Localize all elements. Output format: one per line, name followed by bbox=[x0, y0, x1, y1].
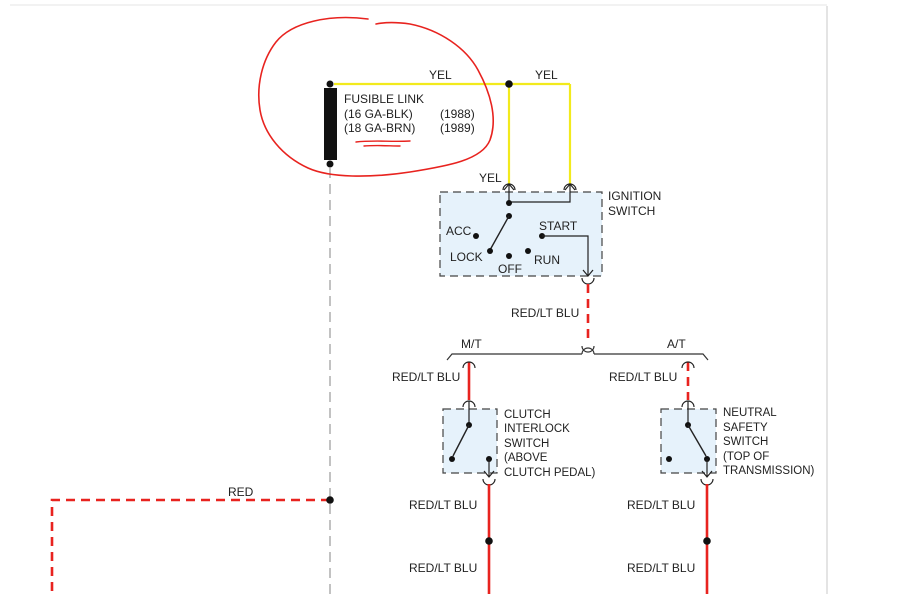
annotation-underline bbox=[355, 140, 411, 147]
clutch-contact-left bbox=[449, 456, 455, 462]
red-lt-blu-at-label: RED/LT BLU bbox=[609, 370, 677, 384]
fusible-link-line1: (16 GA-BLK) bbox=[344, 107, 413, 121]
clutch-name-line1: CLUTCH bbox=[504, 409, 551, 421]
ign-contact-acc bbox=[473, 233, 479, 239]
ign-run-label: RUN bbox=[534, 253, 560, 267]
clutch-interlock-switch: CLUTCH INTERLOCK SWITCH (ABOVE CLUTCH PE… bbox=[442, 400, 596, 486]
ign-start-wire bbox=[542, 235, 589, 276]
ign-lock-label: LOCK bbox=[450, 250, 483, 264]
fusible-link-year2: (1989) bbox=[440, 121, 475, 135]
ign-start-label: START bbox=[539, 219, 578, 233]
fusible-link-bottom-terminal bbox=[326, 160, 334, 168]
neutral-name-line3: SWITCH bbox=[723, 436, 768, 448]
neutral-contact-left bbox=[666, 456, 672, 462]
ign-arrow-left bbox=[503, 183, 515, 191]
ign-switch-arm bbox=[489, 215, 510, 251]
fusible-link-top-terminal bbox=[326, 80, 334, 88]
clutch-name-line2: INTERLOCK bbox=[504, 423, 570, 435]
clutch-out-arrow bbox=[483, 470, 495, 478]
neutral-name-line5: TRANSMISSION) bbox=[723, 465, 815, 477]
neutral-name-line1: NEUTRAL bbox=[723, 407, 777, 419]
red-lt-blu-mt-lower-label2: RED/LT BLU bbox=[409, 561, 477, 575]
ign-contact-run bbox=[525, 248, 531, 254]
ign-internal-right bbox=[509, 184, 571, 203]
neutral-name-line2: SAFETY bbox=[723, 422, 768, 434]
mt-splice bbox=[485, 537, 493, 545]
yel-splice bbox=[505, 80, 513, 88]
ign-name-line2: SWITCH bbox=[608, 204, 655, 218]
ign-contact-lock bbox=[487, 248, 493, 254]
red-label: RED bbox=[228, 485, 254, 499]
clutch-name-line4: (ABOVE bbox=[504, 452, 548, 464]
clutch-switch-arm bbox=[452, 424, 470, 457]
neutral-name-line4: (TOP OF bbox=[723, 451, 769, 463]
bracket-center-hop bbox=[581, 347, 595, 355]
ign-pivot-top bbox=[506, 200, 512, 206]
fusible-link-line2: (18 GA-BRN) bbox=[344, 121, 415, 135]
bracket-center-connector bbox=[581, 345, 595, 353]
ignition-switch: ACC LOCK OFF RUN START IGNITION SWITCH bbox=[439, 183, 661, 285]
bracket-left bbox=[446, 353, 582, 361]
mt-top-connector bbox=[462, 361, 476, 369]
ign-output-connector bbox=[581, 277, 595, 285]
bracket-right bbox=[594, 353, 709, 361]
red-lt-blu-at-lower-label1: RED/LT BLU bbox=[627, 498, 695, 512]
ign-acc-label: ACC bbox=[446, 224, 472, 238]
ign-off-label: OFF bbox=[498, 262, 522, 276]
clutch-switch-box bbox=[442, 408, 498, 474]
ignition-switch-box bbox=[439, 191, 603, 277]
neutral-switch-arm bbox=[687, 424, 707, 457]
annotation-circle bbox=[257, 16, 494, 177]
fusible-link-title: FUSIBLE LINK bbox=[344, 92, 424, 106]
fusible-link: FUSIBLE LINK (16 GA-BLK) (1988) (18 GA-B… bbox=[324, 80, 475, 168]
red-splice bbox=[326, 496, 334, 504]
red-wire bbox=[50, 498, 330, 594]
option-bracket bbox=[446, 345, 709, 361]
red-lt-blu-mt-lower-label1: RED/LT BLU bbox=[409, 498, 477, 512]
yellow-wires bbox=[334, 82, 572, 184]
ign-contact-off bbox=[506, 253, 512, 259]
red-lt-blu-mt-label: RED/LT BLU bbox=[392, 370, 460, 384]
ign-output-arrow bbox=[582, 269, 594, 277]
yel-label-3: YEL bbox=[479, 171, 502, 185]
fusible-link-year1: (1988) bbox=[440, 107, 475, 121]
yel-label-1: YEL bbox=[429, 68, 452, 82]
ign-name-line1: IGNITION bbox=[608, 189, 661, 203]
mt-label: M/T bbox=[461, 337, 482, 351]
at-label: A/T bbox=[667, 337, 686, 351]
at-splice bbox=[703, 537, 711, 545]
yel-label-2: YEL bbox=[535, 68, 558, 82]
at-top-connector bbox=[681, 361, 695, 369]
fusible-link-body bbox=[324, 88, 337, 160]
neutral-safety-switch: NEUTRAL SAFETY SWITCH (TOP OF TRANSMISSI… bbox=[660, 400, 815, 486]
red-lt-blu-ign-label: RED/LT BLU bbox=[511, 306, 579, 320]
neutral-out-arrow bbox=[701, 470, 713, 478]
clutch-name-line5: CLUTCH PEDAL) bbox=[504, 467, 596, 479]
ign-arrow-right bbox=[564, 183, 576, 191]
clutch-name-line3: SWITCH bbox=[504, 438, 549, 450]
red-lt-blu-at-lower-label2: RED/LT BLU bbox=[627, 561, 695, 575]
